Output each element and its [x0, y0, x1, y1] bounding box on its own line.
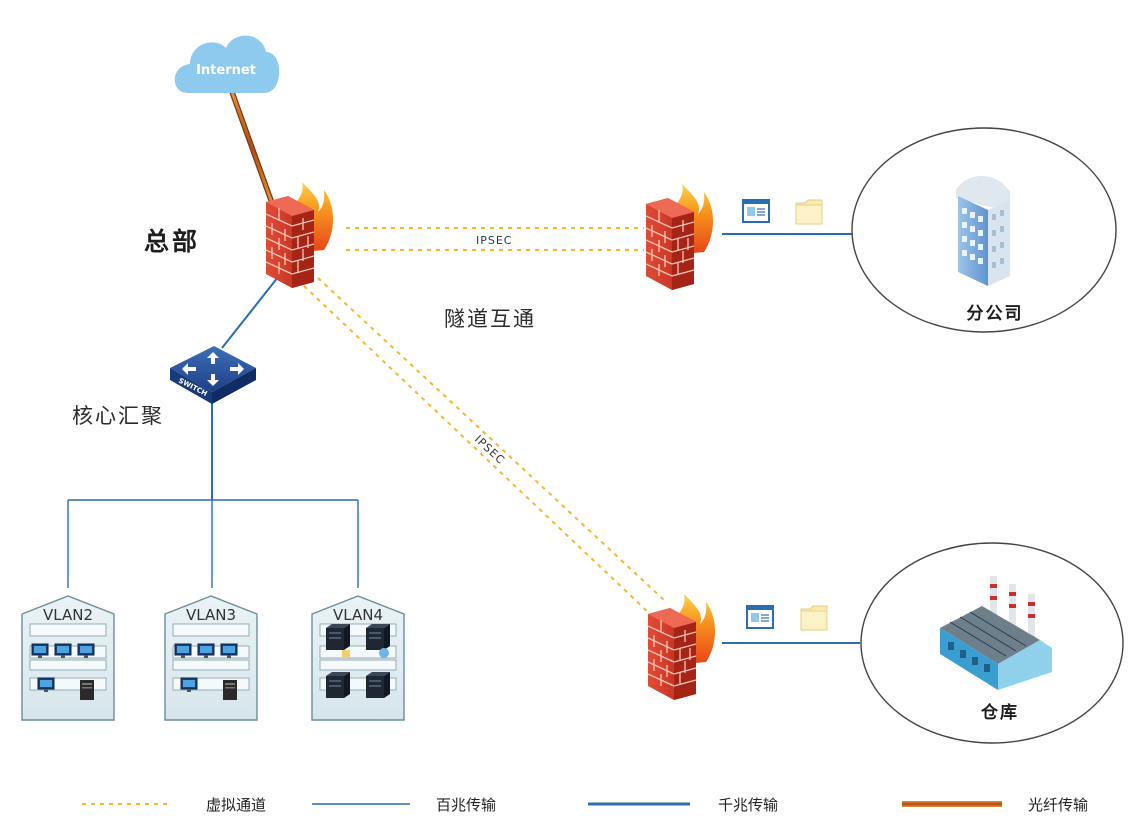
- warehouse-label: 仓库: [980, 702, 1019, 723]
- branch-label: 分公司: [967, 304, 1024, 324]
- warehouse-firewall-icon: [647, 593, 716, 701]
- factory-icon: [940, 576, 1052, 690]
- legend-label-virtual: 虚拟通道: [206, 796, 266, 814]
- legend-swatch-fiber: [902, 801, 1002, 807]
- folder-icon: [795, 199, 823, 225]
- tunnel-label: 隧道互通: [444, 307, 536, 331]
- form-icon: [746, 605, 774, 629]
- legend-label-1000m: 千兆传输: [718, 796, 778, 814]
- core-label: 核心汇聚: [72, 404, 164, 428]
- link-hq-switch: [221, 271, 283, 349]
- internet-label: Internet: [196, 63, 256, 78]
- internet-cloud-icon: [174, 35, 280, 93]
- tunnel-hq-warehouse: [303, 277, 665, 613]
- vlan4-rack: [311, 595, 405, 721]
- branch-firewall-icon: [645, 183, 714, 291]
- vlan3-label: VLAN3: [186, 606, 236, 624]
- office-building-icon: [956, 175, 1010, 286]
- ipsec-label-branch: IPSEC: [476, 234, 513, 247]
- warehouse-area: [860, 542, 1124, 744]
- hq-firewall-icon: [265, 181, 334, 289]
- legend-label-fiber: 光纤传输: [1028, 796, 1088, 814]
- hq-label: 总部: [144, 227, 200, 256]
- vlan4-label: VLAN4: [333, 606, 383, 624]
- legend: 虚拟通道 百兆传输 千兆传输 光纤传输: [82, 796, 1088, 814]
- vlan2-label: VLAN2: [43, 606, 93, 624]
- form-icon: [742, 199, 770, 223]
- branch-area: [851, 127, 1117, 333]
- folder-icon: [800, 605, 828, 631]
- core-switch-icon: [170, 346, 256, 404]
- legend-label-100m: 百兆传输: [436, 796, 496, 814]
